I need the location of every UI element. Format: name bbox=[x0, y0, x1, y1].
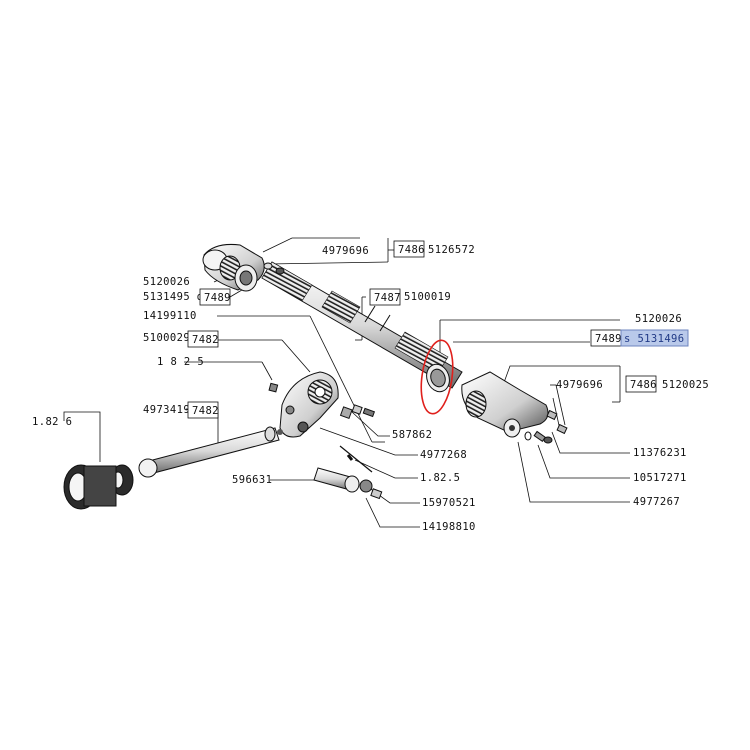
pin-parts bbox=[313, 445, 383, 500]
label-14198810: 14198810 bbox=[422, 521, 476, 533]
main-shaft bbox=[261, 261, 463, 389]
left-yoke bbox=[202, 244, 285, 292]
ref-box-7489-left bbox=[199, 288, 231, 306]
label-10517271: 10517271 bbox=[633, 472, 687, 484]
label-5131495d: 5131495 d bbox=[143, 291, 204, 303]
ref-7482-b: 7482 bbox=[192, 405, 219, 417]
highlight-circle-marker bbox=[420, 339, 454, 415]
ref-box-7482-b bbox=[187, 401, 219, 419]
ref-7486-right: 7486 bbox=[630, 379, 657, 391]
ref-box-7486-right bbox=[625, 375, 657, 393]
ref-box-7486-top bbox=[393, 240, 425, 258]
label-4977268: 4977268 bbox=[420, 449, 467, 461]
leader-lines bbox=[63, 237, 630, 528]
label-596631: 596631 bbox=[232, 474, 272, 486]
label-5126572: 5126572 bbox=[428, 244, 475, 256]
label-14199110: 14199110 bbox=[143, 310, 197, 322]
ref-7486-top: 7486 bbox=[398, 244, 425, 256]
label-5100029: 5100029 bbox=[143, 332, 190, 344]
label-1825-a: 1 8 2 5 bbox=[157, 356, 204, 368]
ref-7489-left: 7489 bbox=[204, 292, 231, 304]
ref-7489-right: 7489 bbox=[595, 333, 622, 345]
label-4979696-top: 4979696 bbox=[322, 245, 369, 257]
label-4977267: 4977267 bbox=[633, 496, 680, 508]
part-labels: 4979696 7486 5126572 5120026 5131495 d 7… bbox=[32, 240, 709, 533]
label-1826: 1.82 6 bbox=[32, 416, 72, 428]
highlighted-part-box bbox=[620, 329, 689, 347]
label-15970521: 15970521 bbox=[422, 497, 476, 509]
label-5120026-right: 5120026 bbox=[635, 313, 682, 325]
rubber-bushings bbox=[63, 464, 134, 510]
label-1825-b: 1.82.5 bbox=[420, 472, 460, 484]
ref-7487: 7487 bbox=[374, 292, 401, 304]
label-4973419: 4973419 bbox=[143, 404, 190, 416]
highlighted-part-number: s 5131496 bbox=[624, 333, 685, 345]
ref-box-7482-a bbox=[187, 330, 219, 348]
ref-7482-a: 7482 bbox=[192, 334, 219, 346]
label-587862: 587862 bbox=[392, 429, 432, 441]
label-5120025: 5120025 bbox=[662, 379, 709, 391]
ref-box-7487 bbox=[369, 288, 401, 306]
label-5100019: 5100019 bbox=[404, 291, 451, 303]
tie-rod bbox=[138, 426, 283, 478]
label-4979696-right: 4979696 bbox=[556, 379, 603, 391]
lever-arm bbox=[268, 371, 376, 438]
label-11376231: 11376231 bbox=[633, 447, 687, 459]
right-coupling bbox=[426, 363, 568, 444]
label-5120026-left: 5120026 bbox=[143, 276, 190, 288]
